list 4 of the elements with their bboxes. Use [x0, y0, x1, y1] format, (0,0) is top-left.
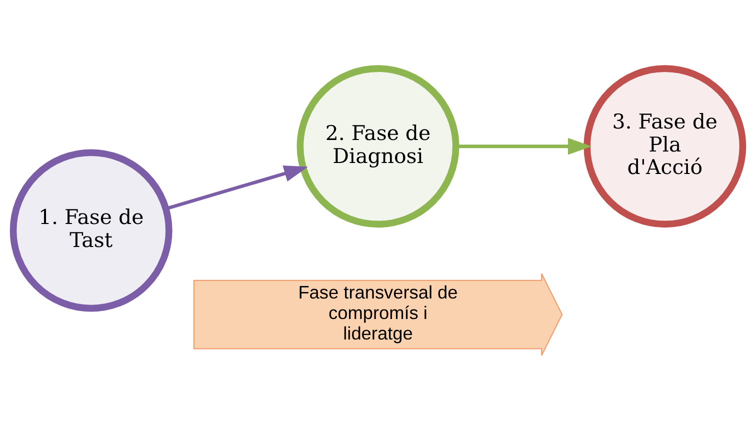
node-circle: 1. Fase de Tast [10, 148, 172, 312]
node-circle: 3. Fase de Pla d'Acció [584, 64, 746, 228]
node-circle: 2. Fase de Diagnosi [296, 64, 460, 228]
arrow [456, 138, 592, 154]
